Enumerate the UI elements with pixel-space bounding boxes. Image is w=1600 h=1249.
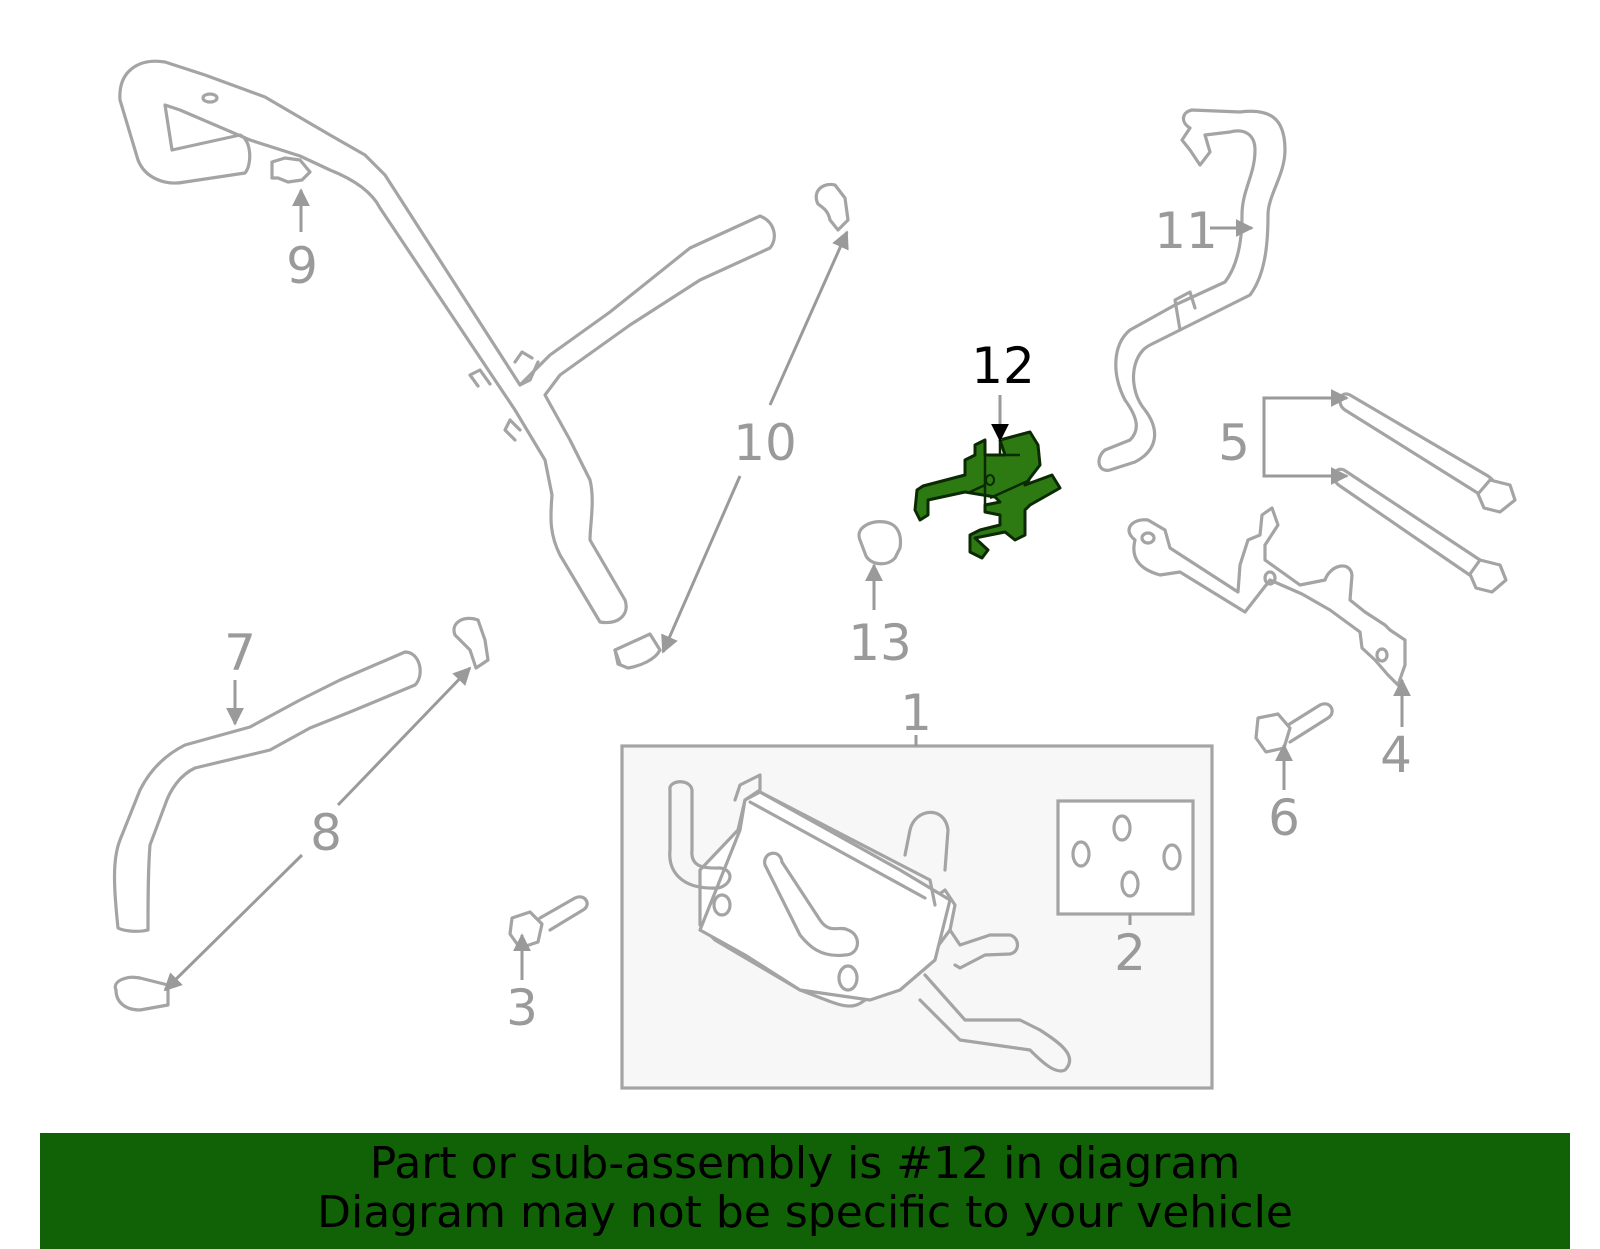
callout-12: 12 [971,337,1035,395]
bracket-4 [1127,506,1407,687]
callout-2: 2 [1114,924,1146,982]
callout-1: 1 [900,684,932,742]
oil-cooler-assembly-box [620,744,1214,1090]
bolt-5b [1332,467,1508,594]
callout-8: 8 [310,804,342,862]
hose-clamp-8-top [452,616,490,670]
bolt-5a [1338,392,1517,514]
callout-10: 10 [733,414,797,472]
footer-line-2: Diagram may not be specific to your vehi… [317,1187,1293,1238]
coolant-hose-11 [1097,108,1287,472]
footer-line-1: Part or sub-assembly is #12 in diagram [369,1138,1241,1189]
leader-lines [163,188,1411,992]
callout-13: 13 [848,614,912,672]
highlighted-part-12 [913,430,1062,560]
callout-11: 11 [1154,202,1218,260]
coolant-pipe-upper [118,59,776,625]
footer-banner: Part or sub-assembly is #12 in diagram D… [40,1133,1570,1249]
callout-4: 4 [1380,726,1412,784]
grommet-13 [857,520,903,566]
hose-clamp-10-top [814,182,850,232]
coolant-hose-7 [112,650,422,933]
callout-3: 3 [506,979,538,1037]
bolt-6 [1254,702,1334,754]
hose-clamp-10-bottom [613,632,662,670]
callout-9: 9 [286,237,318,295]
callout-5: 5 [1218,414,1250,472]
callout-6: 6 [1268,789,1300,847]
hose-clamp-8-bottom [113,975,170,1012]
callout-7: 7 [224,624,256,682]
parts-diagram: 9 10 11 12 5 13 4 6 7 8 3 1 2 [112,59,1517,1090]
